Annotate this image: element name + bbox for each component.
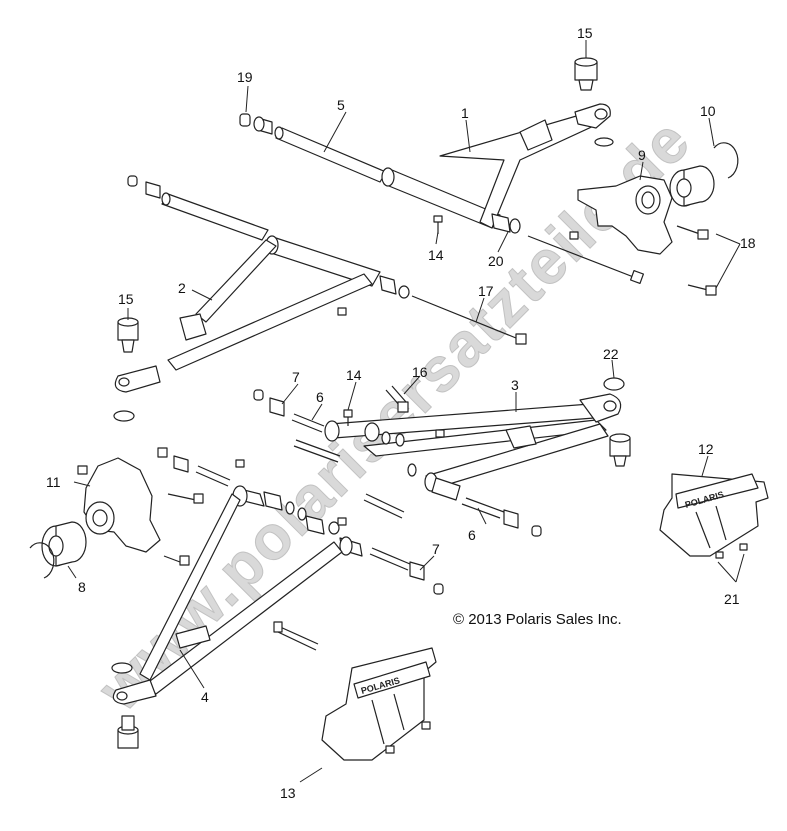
callout-7b: 7 [432,541,440,557]
callout-6a: 6 [316,389,324,405]
callout-15a: 15 [577,25,593,41]
bearing-part-8 [41,521,87,567]
callout-16: 16 [412,364,428,380]
bolt-part-14-top [433,215,443,234]
callout-7a: 7 [292,369,300,385]
a-arm-part-4 [112,485,363,705]
callout-17: 17 [478,283,494,299]
callout-8: 8 [78,579,86,595]
callout-15b: 15 [118,291,134,307]
skid-plate-part-13: POLARIS [321,647,437,761]
snap-ring-part-8 [29,542,55,579]
bolt-part-17 [411,295,527,345]
bolt-part-16 [385,385,409,413]
callout-14a: 14 [428,247,444,263]
ball-joint-part-3 [609,433,631,467]
skid-plate-part-12: POLARIS [659,473,769,559]
callout-leaders [67,40,745,783]
callout-1: 1 [461,105,469,121]
washer-part-20 [509,218,521,234]
snap-ring-left [113,410,135,422]
callout-20: 20 [488,253,504,269]
callout-12: 12 [698,441,714,457]
knuckle-part-11 [77,457,161,553]
callout-labels: 1 2 3 4 5 6 6 7 7 8 9 10 11 12 13 14 14 … [46,25,756,801]
shaft-part-5 [274,126,387,183]
callout-2: 2 [178,280,186,296]
washers-middle [364,422,461,501]
bushing-part-19 [239,113,273,135]
callout-21: 21 [724,591,740,607]
ball-joint-part-15-top [574,57,598,91]
bushing-part-7-top [253,389,325,433]
washers-part-4 [263,491,347,535]
bolt-part-18 [676,225,717,296]
a-arm-part-1 [381,103,614,229]
callout-6b: 6 [468,527,476,543]
callout-9: 9 [638,147,646,163]
nut-under-part-2 [337,307,347,316]
callout-22: 22 [603,346,619,362]
callout-18: 18 [740,235,756,251]
knuckle-part-9 [577,175,673,255]
callout-19: 19 [237,69,253,85]
callout-11: 11 [46,474,61,490]
bushing-part-2 [127,175,410,299]
bolts-left [157,447,245,566]
ball-joint-bottom [117,715,139,749]
bushing-part-20 [491,213,511,233]
callout-13: 13 [280,785,296,801]
callout-4: 4 [201,689,209,705]
bolt-part-17-right [527,231,645,285]
callout-3: 3 [511,377,519,393]
ball-joint-part-15-left [117,317,139,353]
snap-ring-bottom [111,662,133,674]
bolts-middle [273,439,444,651]
a-arm-part-2 [114,192,381,393]
snap-ring-part-22 [603,377,625,391]
copyright-notice: © 2013 Polaris Sales Inc. [453,611,622,628]
callout-5: 5 [337,97,345,113]
bearing-part-10 [669,165,715,207]
shaft-part-6-right [461,497,542,537]
callout-14b: 14 [346,367,362,383]
callout-10: 10 [700,103,716,119]
a-arm-part-3 [324,393,622,492]
snap-ring-part-10 [713,142,739,179]
